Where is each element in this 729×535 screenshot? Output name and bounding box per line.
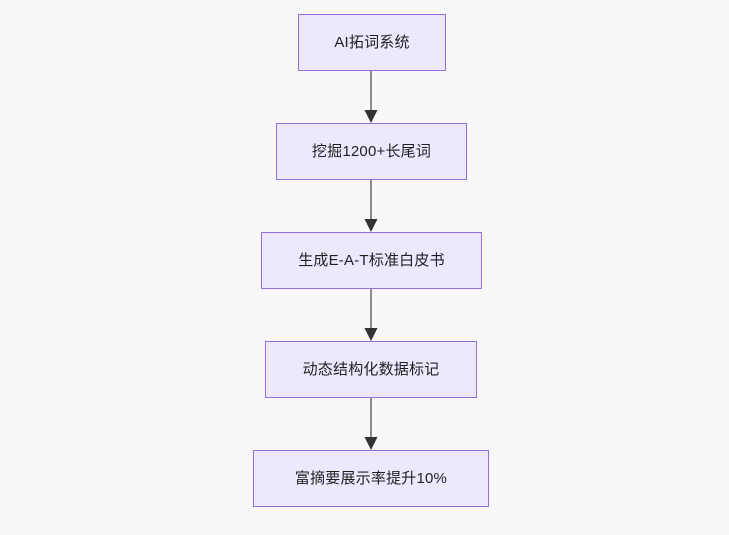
arrowhead-icon <box>364 219 378 232</box>
flow-node-rich-snippet-impression-lift[interactable]: 富摘要展示率提升10% <box>253 450 489 507</box>
edge-n2-n3 <box>364 180 378 232</box>
flow-node-ai-keyword-system[interactable]: AI拓词系统 <box>298 14 446 71</box>
edge-n4-n5 <box>364 398 378 450</box>
flow-node-generate-eat-whitepaper[interactable]: 生成E-A-T标准白皮书 <box>261 232 482 289</box>
arrowhead-icon <box>364 328 378 341</box>
flow-node-dynamic-structured-data-markup[interactable]: 动态结构化数据标记 <box>265 341 477 398</box>
arrowhead-icon <box>364 110 378 123</box>
edge-n3-n4 <box>364 289 378 341</box>
arrowhead-icon <box>364 437 378 450</box>
flow-node-mine-longtail-keywords[interactable]: 挖掘1200+长尾词 <box>276 123 467 180</box>
edge-n1-n2 <box>364 71 378 123</box>
